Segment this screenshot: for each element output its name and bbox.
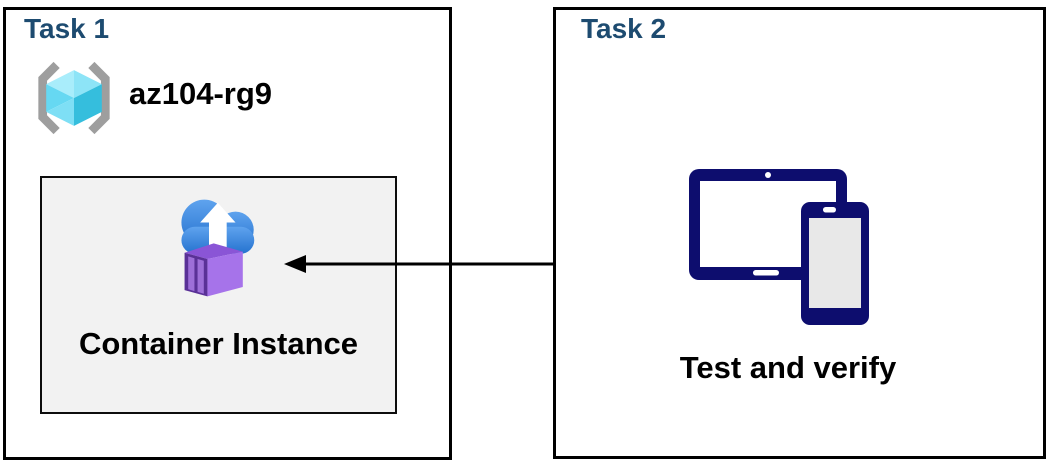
upload-arrow-icon: [200, 202, 236, 250]
task2-title: Task 2: [581, 13, 667, 44]
tablet-phone-icon: [689, 169, 869, 325]
container-instance-label: Container Instance: [78, 326, 359, 361]
container-box-shape: [184, 243, 243, 297]
task1-title: Task 1: [24, 13, 110, 44]
container-instances-icon: [181, 199, 255, 297]
left-bracket-shape: [38, 61, 60, 135]
test-and-verify-label: Test and verify: [679, 350, 897, 385]
right-bracket-shape: [88, 61, 110, 135]
arrowhead-left-icon: [284, 255, 306, 273]
resource-group-name: az104-rg9: [129, 76, 273, 111]
resource-group-icon: [38, 61, 110, 135]
phone-shape: [801, 202, 869, 325]
